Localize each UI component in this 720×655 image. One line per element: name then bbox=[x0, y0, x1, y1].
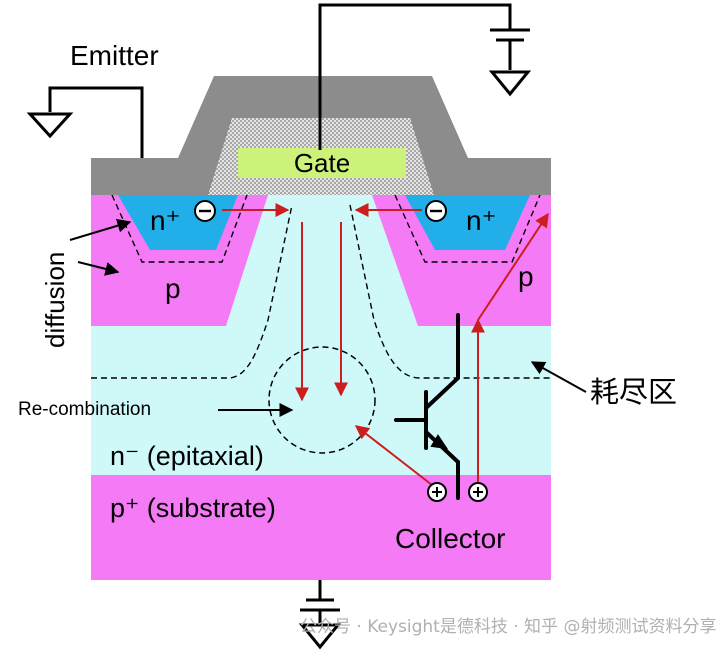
diffusion-label: diffusion bbox=[40, 252, 70, 348]
diffusion-pointer-2 bbox=[77, 261, 120, 276]
p-left-label: p bbox=[165, 273, 181, 304]
n-plus-diffusion-boundary-left bbox=[111, 194, 248, 263]
recombination-label: Re-combination bbox=[18, 399, 151, 420]
emitter-label: Emitter bbox=[70, 40, 159, 71]
depletion-region-label: 耗尽区 bbox=[590, 376, 677, 409]
depletion-boundary-right bbox=[349, 204, 551, 379]
gate-lead bbox=[318, 3, 512, 150]
collector-ground-icon bbox=[298, 580, 342, 650]
hole-flow-diagonal bbox=[477, 212, 549, 321]
parasitic-bjt-symbol-icon bbox=[394, 313, 460, 500]
electron-left-icon bbox=[194, 200, 216, 222]
p-right-label: p bbox=[518, 261, 534, 292]
hole-flow-recombination bbox=[354, 425, 433, 486]
hole-right-icon bbox=[468, 482, 488, 502]
diffusion-pointer-1 bbox=[69, 218, 132, 241]
depletion-pointer bbox=[530, 361, 587, 393]
emitter-lead bbox=[48, 86, 144, 158]
collector-label: Collector bbox=[395, 523, 505, 554]
gate-label: Gate bbox=[294, 148, 350, 178]
emitter-ground-icon bbox=[26, 112, 74, 139]
hole-left-icon bbox=[427, 482, 447, 502]
n-plus-right-label: n⁺ bbox=[466, 205, 496, 236]
recombination-zone bbox=[268, 346, 376, 454]
n-minus-epitaxial-label: n⁻ (epitaxial) bbox=[110, 441, 264, 471]
gate-ground-icon bbox=[488, 28, 532, 97]
n-plus-left-label: n⁺ bbox=[150, 205, 180, 236]
p-plus-substrate-label: p⁺ (substrate) bbox=[110, 493, 276, 523]
watermark-text: 公众号 · Keysight是德科技 · 知乎 @射频测试资料分享 bbox=[300, 617, 716, 637]
electron-right-icon bbox=[425, 200, 447, 222]
gate-electrode bbox=[238, 148, 406, 178]
